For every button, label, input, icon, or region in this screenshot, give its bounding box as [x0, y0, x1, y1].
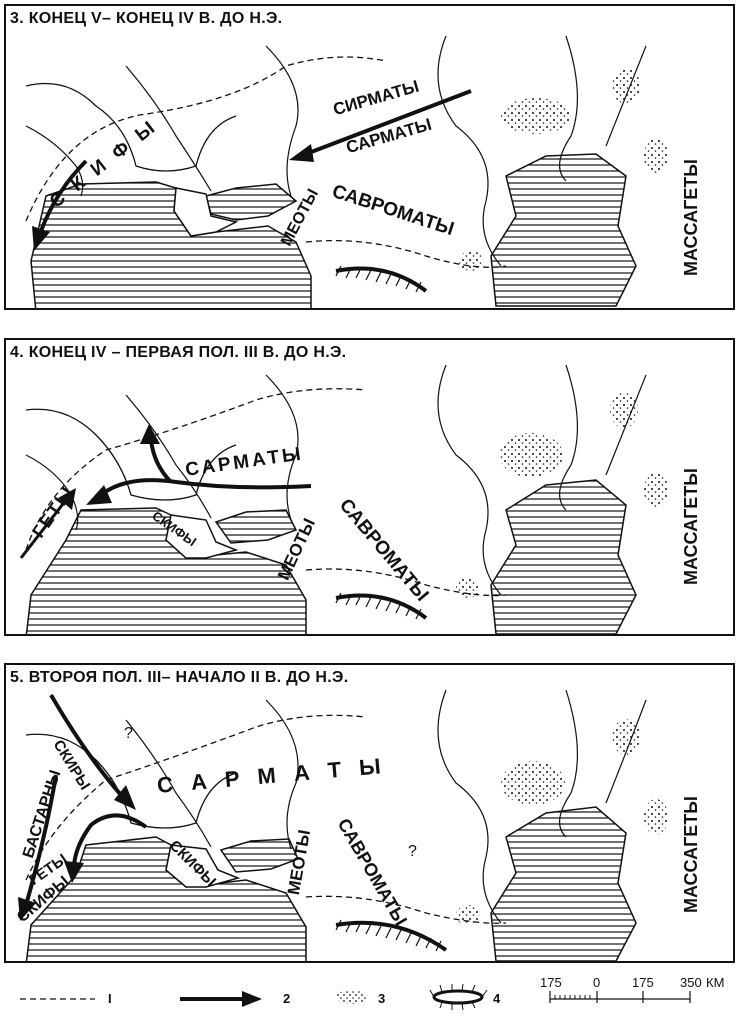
azov-sea	[205, 183, 298, 221]
dotted-area	[456, 578, 480, 598]
river	[265, 45, 299, 197]
boundary-line	[25, 56, 387, 222]
map-panel-5: 5. ВТОРОЯ ПОЛ. III– НАЧАЛО II В. ДО Н.Э.…	[4, 663, 735, 963]
mountain-ridge	[335, 266, 428, 293]
river	[265, 699, 299, 850]
black-sea	[25, 836, 307, 961]
scale-tick-label: 0	[593, 975, 601, 990]
map-drawing	[18, 689, 668, 961]
dotted-area	[501, 761, 565, 805]
scale-tick-label: 350	[680, 975, 702, 990]
black-sea	[25, 507, 307, 634]
map-panel-3: 3. КОНЕЦ V– КОНЕЦ IV В. ДО Н.Э. СИРМАТЫ …	[4, 4, 735, 310]
black-sea	[30, 181, 312, 308]
scale-tick-label: 175	[632, 975, 654, 990]
legend-symbols	[20, 983, 691, 1011]
boundary-line	[25, 388, 367, 551]
dotted-area	[644, 138, 668, 174]
scale-tick-label: 175	[540, 975, 562, 990]
question-mark: ?	[408, 843, 417, 860]
legend-label-4: 4	[493, 991, 501, 1006]
legend: I 2 3 4 175 0 175 350 КМ	[0, 975, 739, 1020]
migration-arrow	[49, 693, 123, 797]
legend-mountain	[432, 989, 484, 1005]
map-drawing	[19, 364, 668, 634]
migration-arrow	[39, 159, 88, 232]
legend-dots	[336, 990, 368, 1004]
river	[265, 374, 299, 521]
crimea	[173, 187, 239, 237]
dotted-area	[456, 905, 480, 925]
river	[559, 35, 579, 182]
panel-title: 3. КОНЕЦ V– КОНЕЦ IV В. ДО Н.Э.	[10, 10, 283, 27]
azov-sea	[214, 509, 298, 544]
panel-title: 4. КОНЕЦ IV – ПЕРВАЯ ПОЛ. III В. ДО Н.Э.	[10, 344, 347, 361]
river	[125, 394, 212, 519]
panel-title: 5. ВТОРОЯ ПОЛ. III– НАЧАЛО II В. ДО Н.Э.	[10, 669, 349, 686]
migration-arrow	[24, 774, 58, 906]
river	[437, 35, 502, 267]
dotted-area	[459, 251, 483, 271]
caspian-sea	[490, 153, 637, 307]
river	[125, 719, 212, 848]
river	[559, 689, 579, 838]
dotted-area	[501, 98, 571, 134]
dotted-area	[499, 433, 563, 477]
river	[559, 364, 579, 511]
label-massagety: МАССАГЕТЫ	[681, 468, 701, 585]
river	[437, 364, 502, 596]
caspian-sea	[490, 806, 637, 961]
label-massagety: МАССАГЕТЫ	[681, 159, 701, 276]
map-drawing	[25, 35, 668, 308]
map-panel-4: 4. КОНЕЦ IV – ПЕРВАЯ ПОЛ. III В. ДО Н.Э.…	[4, 338, 735, 636]
boundary-line	[305, 239, 507, 268]
dotted-area	[610, 392, 638, 428]
dotted-area	[644, 472, 668, 508]
migration-arrow	[19, 499, 68, 559]
boundary-line	[305, 568, 507, 597]
dotted-area	[644, 799, 668, 835]
river	[25, 125, 84, 197]
mountain-ridge	[335, 593, 428, 620]
dotted-area	[612, 719, 640, 755]
migration-arrow	[99, 478, 312, 497]
migration-arrow	[72, 813, 148, 866]
scale-unit: КМ	[706, 975, 725, 990]
legend-label-1: I	[108, 991, 112, 1006]
question-mark: ?	[124, 725, 133, 742]
crimea	[165, 514, 239, 559]
label-massagety: МАССАГЕТЫ	[681, 796, 701, 913]
caspian-sea	[490, 479, 637, 634]
migration-arrow	[305, 89, 472, 156]
legend-label-2: 2	[283, 991, 291, 1006]
legend-label-3: 3	[378, 991, 386, 1006]
boundary-line	[305, 895, 507, 924]
river	[437, 689, 502, 924]
crimea	[165, 844, 241, 888]
dotted-area	[612, 68, 640, 104]
boundary-line	[25, 714, 367, 881]
mountain-ridge	[335, 920, 448, 952]
azov-sea	[219, 838, 300, 873]
migration-arrow	[149, 439, 173, 484]
river	[125, 65, 212, 192]
